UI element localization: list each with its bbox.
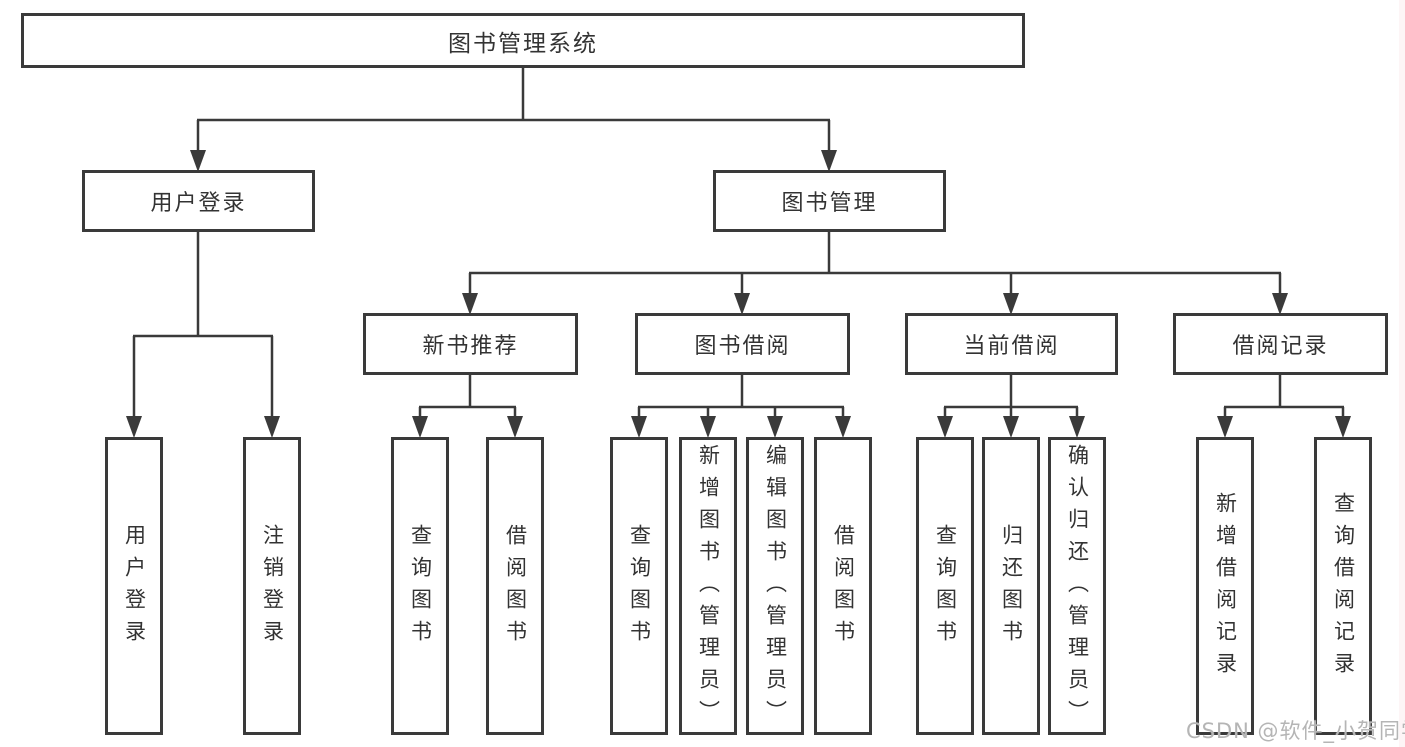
leaf-logout: 注销登录 bbox=[243, 437, 301, 735]
leaf-borrow-query-books: 查询图书 bbox=[610, 437, 668, 735]
node-root-system: 图书管理系统 bbox=[21, 13, 1025, 68]
leaf-recommend-borrow-books: 借阅图书 bbox=[486, 437, 544, 735]
csdn-watermark: CSDN @软件_小贺同学 bbox=[1186, 719, 1405, 743]
right-edge-tint bbox=[1399, 0, 1405, 747]
leaf-return-books: 归还图书 bbox=[982, 437, 1040, 735]
leaf-borrow-books: 借阅图书 bbox=[814, 437, 872, 735]
node-book-management: 图书管理 bbox=[713, 170, 946, 232]
leaf-confirm-return-admin: 确认归还（管理员） bbox=[1048, 437, 1106, 735]
leaf-query-borrow-record: 查询借阅记录 bbox=[1314, 437, 1372, 735]
node-new-book-recommend: 新书推荐 bbox=[363, 313, 578, 375]
leaf-add-books-admin: 新增图书（管理员） bbox=[679, 437, 737, 735]
leaf-edit-books-admin: 编辑图书（管理员） bbox=[746, 437, 804, 735]
arrowheads bbox=[126, 150, 1351, 438]
node-current-borrowing: 当前借阅 bbox=[905, 313, 1118, 375]
node-book-borrowing: 图书借阅 bbox=[635, 313, 850, 375]
node-user-login: 用户登录 bbox=[82, 170, 315, 232]
leaf-current-query-books: 查询图书 bbox=[916, 437, 974, 735]
leaf-recommend-query-books: 查询图书 bbox=[391, 437, 449, 735]
node-borrow-records: 借阅记录 bbox=[1173, 313, 1388, 375]
leaf-add-borrow-record: 新增借阅记录 bbox=[1196, 437, 1254, 735]
leaf-user-login: 用户登录 bbox=[105, 437, 163, 735]
